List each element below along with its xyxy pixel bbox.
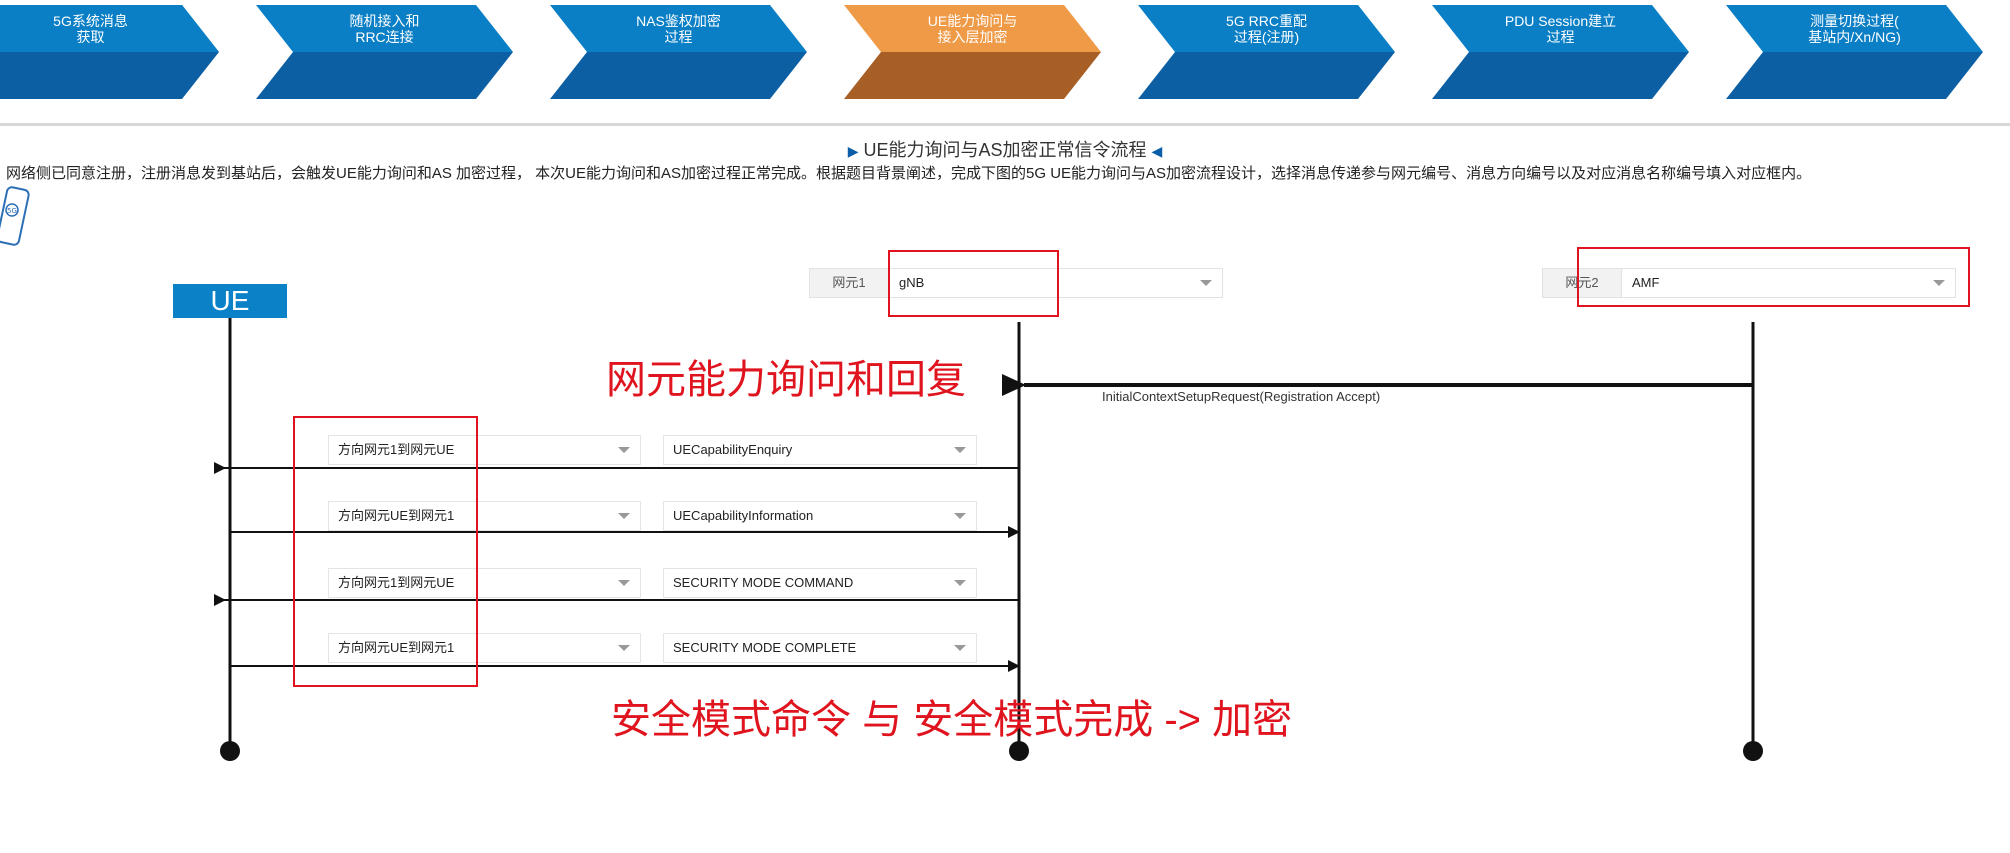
message-3-direction-value: 方向网元1到网元UE (338, 575, 455, 590)
step-chevron-shape (256, 5, 513, 99)
chevron-down-icon[interactable] (954, 447, 966, 453)
message-2-direction-select[interactable]: 方向网元UE到网元1 (328, 501, 641, 531)
ne2-value: AMF (1632, 275, 1660, 290)
message-1-direction-select[interactable]: 方向网元1到网元UE (328, 435, 641, 465)
chevron-down-icon[interactable] (954, 513, 966, 519)
svg-text:5G: 5G (7, 207, 17, 215)
chevron-down-icon[interactable] (618, 447, 630, 453)
message-2-name-select[interactable]: UECapabilityInformation (663, 501, 977, 531)
step-chevron-shape (0, 5, 219, 99)
step-2[interactable]: 随机接入和 RRC连接 (256, 5, 513, 99)
ne2-select[interactable]: AMF (1622, 269, 1955, 297)
ne1-selector: 网元1 gNB (809, 268, 1223, 298)
message-3-direction-select[interactable]: 方向网元1到网元UE (328, 568, 641, 598)
process-step-bar: 5G系统消息 获取 随机接入和 RRC连接 NAS鉴权加密 过程 UE能力询问与… (0, 0, 2010, 100)
ne1-label: 网元1 (810, 269, 889, 297)
page-title-text: UE能力询问与AS加密正常信令流程 (863, 140, 1147, 160)
ne2-highlight-box (1577, 247, 1970, 307)
step-chevron-shape (1726, 5, 1983, 99)
ne2-selector: 网元2 AMF (1542, 268, 1956, 298)
step-label: 测量切换过程( 基站内/Xn/NG) (1808, 13, 1901, 45)
direction-highlight-box (293, 416, 478, 687)
message-4-direction-select[interactable]: 方向网元UE到网元1 (328, 633, 641, 663)
step-label: UE能力询问与 接入层加密 (927, 13, 1018, 45)
step-label: 5G RRC重配 过程(注册) (1226, 13, 1307, 45)
message-4-name-value: SECURITY MODE COMPLETE (673, 640, 857, 655)
triangle-left-icon: ◀ (1151, 143, 1163, 159)
message-1-name-value: UECapabilityEnquiry (673, 442, 793, 457)
message-1-name-select[interactable]: UECapabilityEnquiry (663, 435, 977, 465)
step-label: 5G系统消息 获取 (53, 13, 128, 45)
chevron-down-icon[interactable] (1200, 280, 1212, 286)
steps-divider (0, 123, 2010, 126)
gnb-lifeline-end (1009, 741, 1029, 761)
chevron-down-icon[interactable] (618, 645, 630, 651)
message-4-name-select[interactable]: SECURITY MODE COMPLETE (663, 633, 977, 663)
step-3[interactable]: NAS鉴权加密 过程 (550, 5, 807, 99)
step-4-active[interactable]: UE能力询问与 接入层加密 (844, 5, 1101, 99)
step-1[interactable]: 5G系统消息 获取 (0, 5, 219, 99)
step-5[interactable]: 5G RRC重配 过程(注册) (1138, 5, 1395, 99)
capability-annotation: 网元能力询问和回复 (606, 358, 966, 402)
triangle-right-icon: ▶ (847, 143, 859, 159)
step-7[interactable]: 测量切换过程( 基站内/Xn/NG) (1726, 5, 1983, 99)
ne1-highlight-box (888, 250, 1059, 317)
step-6[interactable]: PDU Session建立 过程 (1432, 5, 1689, 99)
message-1-direction-value: 方向网元1到网元UE (338, 442, 455, 457)
chevron-down-icon[interactable] (618, 580, 630, 586)
ue-lifeline-end (220, 741, 240, 761)
message-3-name-value: SECURITY MODE COMMAND (673, 575, 854, 590)
step-chevron-shape (844, 5, 1101, 99)
step-chevron-shape (1138, 5, 1395, 99)
step-chevron-shape (550, 5, 807, 99)
message-3-name-select[interactable]: SECURITY MODE COMMAND (663, 568, 977, 598)
chevron-down-icon[interactable] (954, 645, 966, 651)
chevron-down-icon[interactable] (954, 580, 966, 586)
message-2-name-value: UECapabilityInformation (673, 508, 814, 523)
phone-5g-icon[interactable]: 5G (0, 182, 34, 254)
security-annotation: 安全模式命令 与 安全模式完成 -> 加密 (611, 698, 1293, 742)
ne1-select[interactable]: gNB (889, 269, 1222, 297)
step-label: PDU Session建立 过程 (1504, 13, 1617, 45)
page-title: ▶ UE能力询问与AS加密正常信令流程 ◀ (0, 136, 2010, 162)
chevron-down-icon[interactable] (1933, 280, 1945, 286)
step-chevron-shape (1432, 5, 1689, 99)
ne2-label: 网元2 (1543, 269, 1622, 297)
ue-entity: UE (173, 284, 287, 318)
message-4-direction-value: 方向网元UE到网元1 (338, 640, 455, 655)
step-label: 随机接入和 RRC连接 (349, 13, 420, 45)
task-description: 网络侧已同意注册，注册消息发到基站后，会触发UE能力询问和AS 加密过程， 本次… (6, 165, 1812, 182)
chevron-down-icon[interactable] (618, 513, 630, 519)
message-2-direction-value: 方向网元UE到网元1 (338, 508, 455, 523)
amf-lifeline-end (1743, 741, 1763, 761)
ne1-value: gNB (899, 275, 925, 290)
initial-context-message-label: InitialContextSetupRequest(Registration … (1102, 389, 1381, 404)
step-label: NAS鉴权加密 过程 (636, 13, 721, 45)
